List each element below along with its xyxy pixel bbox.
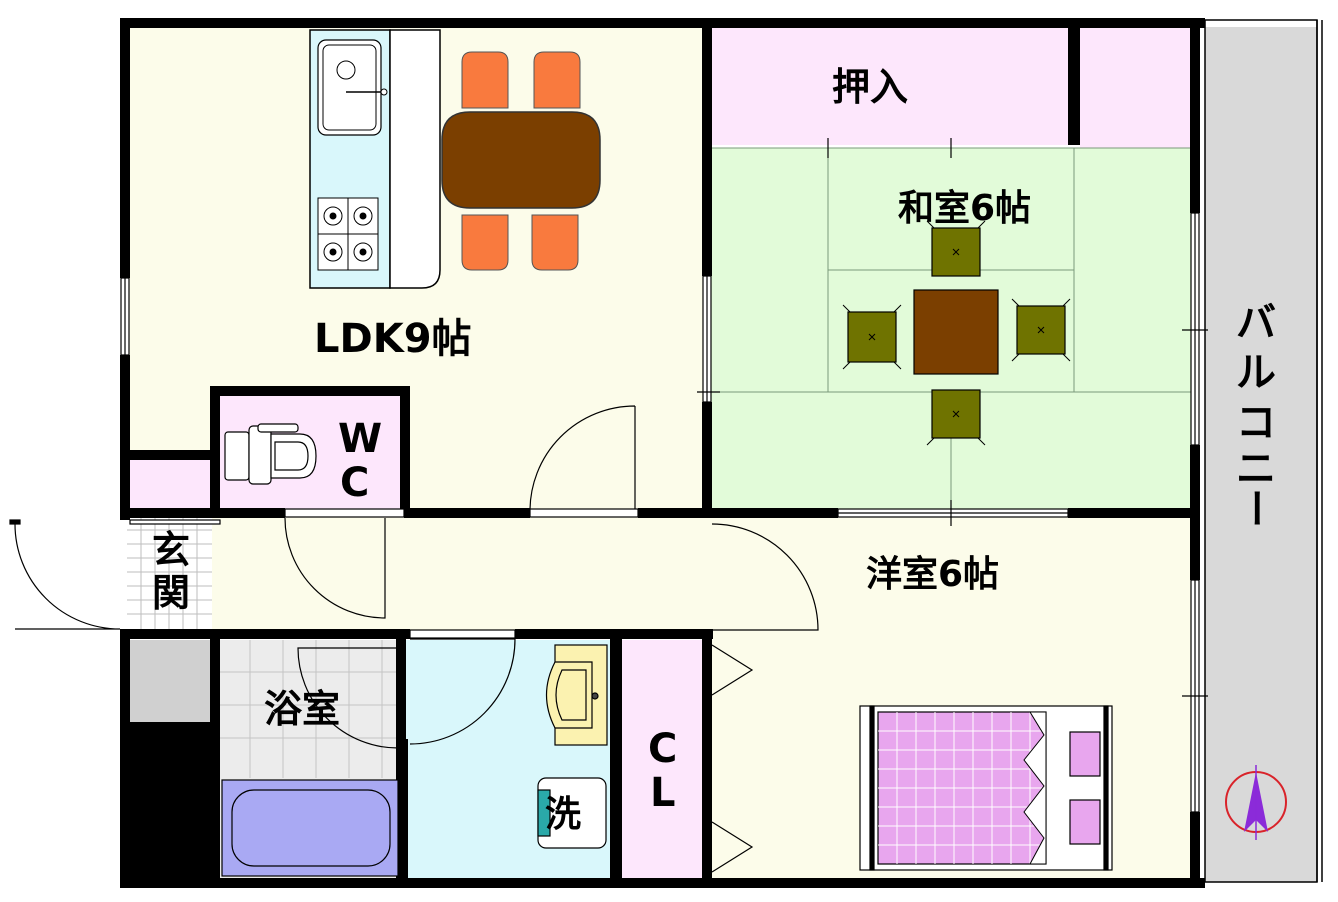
toilet-icon xyxy=(224,423,317,485)
washroom-door xyxy=(409,638,516,745)
chair xyxy=(533,51,581,109)
compass-north-icon xyxy=(1225,765,1287,840)
zabuton xyxy=(847,311,897,363)
ldk-label: LDK9帖 xyxy=(314,316,472,362)
balcony-char: ニ xyxy=(1236,446,1276,492)
youshitsu-label: 洋室6帖 xyxy=(866,554,999,595)
zabuton xyxy=(1016,305,1066,355)
balcony-label: バ ル コ ニ ー xyxy=(1232,300,1278,528)
shoe-storage-floor xyxy=(127,460,212,512)
wc-label-top: W xyxy=(338,416,382,462)
chair xyxy=(461,214,509,271)
chair xyxy=(531,214,579,271)
genkan-tiles xyxy=(127,516,212,629)
oshiire-floor xyxy=(710,27,1074,145)
balcony-char: ル xyxy=(1236,350,1276,396)
hallway-door xyxy=(284,517,386,619)
walls xyxy=(120,18,1205,888)
windows xyxy=(120,138,1208,813)
sen-label: 洗 xyxy=(545,794,581,835)
bathtub-icon xyxy=(221,779,399,877)
closet-door-bottom xyxy=(711,821,754,873)
oshiire-label: 押入 xyxy=(832,65,908,109)
balcony-char: バ xyxy=(1236,300,1276,346)
sink-icon xyxy=(317,39,388,136)
pipe-space xyxy=(127,640,212,722)
doors xyxy=(9,405,819,873)
stove-icon xyxy=(317,197,379,271)
balcony-char: コ xyxy=(1236,400,1276,446)
room-labels: LDK9帖 和室6帖 洋室6帖 押入 W C 玄 関 浴室 洗 C L バ ル … xyxy=(152,65,1278,835)
dining-table xyxy=(441,111,601,209)
hallway-floor xyxy=(212,516,710,633)
wc-label-bottom: C xyxy=(340,460,369,506)
closet-label-bottom: L xyxy=(650,770,676,816)
washitsu-label: 和室6帖 xyxy=(898,188,1031,229)
dining-set xyxy=(441,51,601,271)
bathroom-tiles xyxy=(218,640,403,778)
kitchen-counter xyxy=(309,29,441,289)
floors xyxy=(127,27,1317,883)
entry-door xyxy=(14,523,121,630)
closet-label-top: C xyxy=(648,726,677,772)
ldk-door xyxy=(529,405,636,513)
genkan-label-top: 玄 xyxy=(152,528,190,572)
bed-icon xyxy=(859,705,1113,871)
balcony-floor xyxy=(1205,27,1317,882)
washing-machine-icon xyxy=(537,777,607,849)
closet-door-top xyxy=(711,644,754,696)
closet-floor xyxy=(622,640,710,880)
youshitsu-door xyxy=(711,523,819,631)
washitsu-table-set xyxy=(842,220,1071,446)
washbasin-icon xyxy=(546,644,608,746)
balcony-rail xyxy=(1204,19,1323,883)
balcony-char: ー xyxy=(1232,488,1278,528)
yokushitsu-label: 浴室 xyxy=(264,687,340,731)
low-table xyxy=(913,289,999,375)
chair xyxy=(461,51,509,109)
oshiire-side-floor xyxy=(1080,27,1198,148)
genkan-label-bottom: 関 xyxy=(152,571,190,615)
bathroom-door xyxy=(297,647,399,749)
